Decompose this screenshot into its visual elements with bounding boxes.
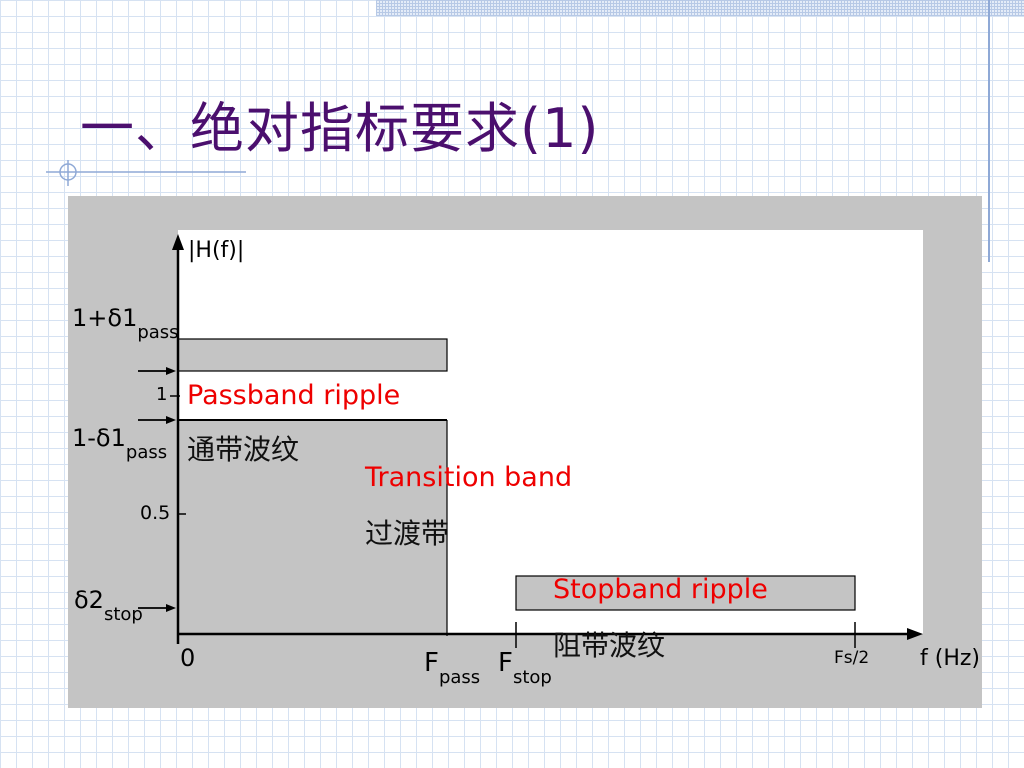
y-axis-arrow	[172, 234, 184, 250]
tick-label-one: 1	[156, 384, 168, 405]
tick-label-upper-ripple: 1+δ1pass	[72, 304, 179, 343]
tick-label-stop-ripple: δ2stop	[74, 586, 143, 625]
slide-title: 一、绝对指标要求(1)	[80, 97, 600, 160]
y-axis-label: |H(f)|	[188, 238, 245, 263]
stopband-ripple-label-cn: 阻带波纹	[553, 629, 666, 662]
stopband-ripple-band	[515, 575, 856, 611]
top-decoration-band	[376, 0, 1024, 16]
x-axis-arrow	[907, 628, 923, 640]
passband-ripple-label: Passband ripple	[187, 380, 401, 411]
tick-label-lower-ripple: 1-δ1pass	[72, 424, 168, 463]
passband-ripple-band	[177, 338, 448, 372]
title-underline-decoration	[46, 160, 246, 186]
stopband-ripple-label: Stopband ripple	[553, 574, 768, 605]
right-decoration-line	[988, 0, 990, 262]
x-axis-label: f (Hz)	[920, 646, 980, 671]
tick-label-fpass: Fpass	[424, 648, 481, 688]
transition-band-label-cn: 过渡带	[365, 517, 450, 550]
passband-ripple-label-cn: 通带波纹	[187, 433, 300, 466]
tick-label-half: 0.5	[140, 502, 171, 524]
tick-label-zero: 0	[180, 644, 196, 672]
tick-label-fs2: Fs/2	[834, 648, 870, 668]
tick-label-fstop: Fstop	[498, 648, 552, 688]
transition-band-label: Transition band	[365, 462, 573, 493]
filter-spec-diagram: |H(f)| 1+δ1pass 1 1-δ1pass 0.5 δ2stop 0 …	[68, 196, 982, 708]
diagram-graphics	[138, 230, 923, 648]
passband-lower-region	[178, 420, 447, 634]
